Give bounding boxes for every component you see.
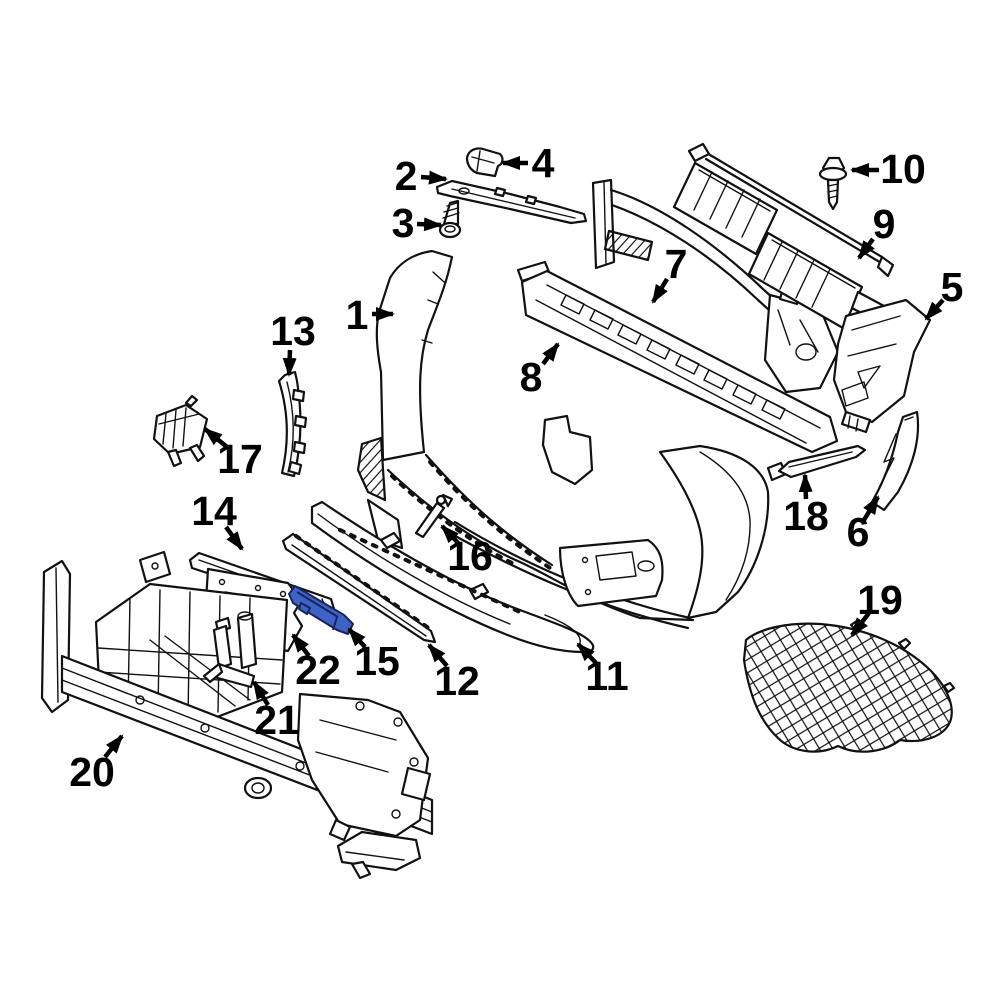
callout-14-label[interactable]: 14 [191, 488, 237, 534]
callout-6-label[interactable]: 6 [847, 509, 870, 555]
callout-13-arrow [282, 349, 297, 377]
callout-19-arrow [850, 611, 871, 637]
part-21-bracket-drawing [202, 616, 256, 689]
callout-9-arrow [857, 237, 875, 260]
callout-16-label[interactable]: 16 [447, 533, 493, 579]
callout-13-label[interactable]: 13 [270, 308, 316, 354]
callout-14-arrow [224, 525, 244, 551]
part-3-screw-drawing [438, 199, 462, 239]
callout-17-arrow [203, 427, 229, 449]
part-10-bolt-drawing [818, 156, 848, 211]
callout-2-label[interactable]: 2 [395, 153, 418, 199]
callout-15-arrow [347, 627, 367, 649]
callout-3-arrow [416, 217, 443, 232]
part-5-side-bracket-drawing [832, 298, 932, 434]
callout-7-label[interactable]: 7 [665, 241, 688, 287]
callout-21-label[interactable]: 21 [254, 697, 300, 743]
callout-16-arrow [440, 524, 461, 546]
callout-20-arrow [103, 734, 124, 759]
callout-2-arrow [420, 170, 448, 185]
callout-22-arrow [291, 633, 311, 658]
callout-18-arrow [798, 473, 813, 500]
callout-11-label[interactable]: 11 [585, 653, 628, 699]
part-1-bumper-cover-drawing [356, 249, 770, 630]
part-12-valance-strip-drawing [281, 532, 437, 644]
callout-10-label[interactable]: 10 [880, 146, 926, 192]
callout-22-label[interactable]: 22 [295, 647, 341, 693]
callout-8-label[interactable]: 8 [520, 354, 543, 400]
part-19-mesh-grille-drawing [742, 618, 956, 753]
callout-5-label[interactable]: 5 [941, 264, 964, 310]
part-13-side-strip-drawing [277, 370, 308, 478]
callout-4-label[interactable]: 4 [532, 140, 555, 186]
part-18-strip-drawing [766, 444, 867, 482]
part-17-bracket-drawing [152, 394, 209, 468]
part-20-crash-member-drawing [40, 550, 434, 880]
callout-11-arrow [576, 642, 598, 665]
callout-8-arrow [541, 342, 560, 366]
callout-19-label[interactable]: 19 [857, 577, 903, 623]
callout-7-arrow [651, 277, 669, 304]
callout-20-label[interactable]: 20 [69, 749, 115, 795]
part-15-highlighted-bracket[interactable] [288, 585, 354, 635]
callout-1-label[interactable]: 1 [346, 292, 369, 338]
callout-18-label[interactable]: 18 [783, 493, 829, 539]
callout-6-arrow [862, 495, 880, 522]
callout-3-label[interactable]: 3 [392, 200, 415, 246]
part-8-absorber-drawing [516, 260, 839, 454]
callout-15-label[interactable]: 15 [354, 638, 400, 684]
part-16-clip-drawing [414, 493, 454, 539]
callout-9-label[interactable]: 9 [873, 201, 896, 247]
part-4-bracket-drawing [465, 147, 504, 178]
callout-12-arrow [427, 643, 449, 668]
callout-17-label[interactable]: 17 [217, 436, 263, 482]
callout-12-label[interactable]: 12 [434, 658, 480, 704]
callout-21-arrow [252, 680, 270, 707]
part-2-molding-drawing [435, 179, 588, 225]
callout-5-arrow [924, 298, 945, 321]
part-6-seal-drawing [870, 410, 920, 512]
